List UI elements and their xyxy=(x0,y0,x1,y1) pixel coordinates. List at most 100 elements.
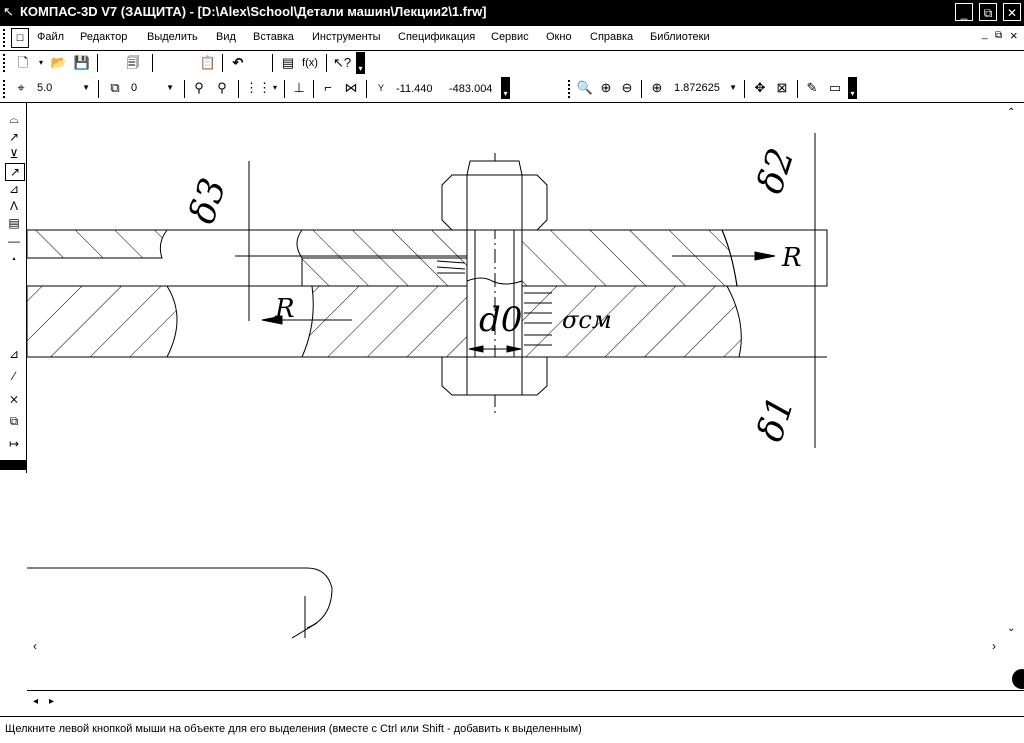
undo-icon[interactable]: ↶ xyxy=(232,55,244,70)
layer-combo[interactable]: 0 ▼ xyxy=(131,79,176,97)
save-icon[interactable]: 💾 xyxy=(73,55,91,70)
grid-step-icon[interactable]: ⌖ xyxy=(17,80,25,95)
drawing-svg[interactable]: δ3 δ2 δ1 R R d0 σсм xyxy=(26,103,1024,658)
sheet-next-icon[interactable]: ▸ xyxy=(49,696,55,707)
minimize-button[interactable]: _ xyxy=(955,3,973,21)
doc-restore-button[interactable]: ⧉ xyxy=(995,30,1003,41)
label-d0: d0 xyxy=(479,300,522,340)
measure-icon[interactable]: Λ xyxy=(9,199,18,213)
context-help-icon[interactable]: ↖? xyxy=(333,55,352,70)
close-button[interactable]: ✕ xyxy=(1003,3,1021,21)
scroll-left-icon[interactable]: ‹ xyxy=(33,639,37,653)
line-tool-icon[interactable]: ⊿ xyxy=(8,347,20,361)
panel-scroll-icon[interactable]: ▴ xyxy=(12,256,16,262)
toolbar-grip[interactable] xyxy=(3,80,8,98)
scroll-down-icon[interactable]: ⌄ xyxy=(1007,623,1016,634)
separator xyxy=(366,80,367,98)
snap-settings-icon[interactable]: ⚲ xyxy=(217,80,227,95)
parametrization-icon[interactable]: ⊿ xyxy=(8,182,20,196)
step-combo[interactable]: 5.0 ▼ xyxy=(37,79,92,97)
toolbar-options-icon[interactable]: ▾ xyxy=(848,77,857,99)
doc-close-button[interactable]: × xyxy=(1010,28,1018,43)
document-icon[interactable]: ☐ xyxy=(11,28,29,48)
open-folder-icon[interactable]: 📂 xyxy=(50,55,68,70)
top-plate-middle xyxy=(296,229,468,259)
function-icon[interactable]: f(x) xyxy=(302,57,318,69)
menu-help[interactable]: Справка xyxy=(590,31,634,43)
zoom-in-icon[interactable]: ⊕ xyxy=(600,80,612,95)
separator xyxy=(326,54,327,72)
sheet-prev-icon[interactable]: ◂ xyxy=(33,696,39,707)
kompas-icon: ↖ xyxy=(3,4,14,19)
select-icon[interactable]: ▤ xyxy=(8,216,20,230)
menu-file[interactable]: Файл xyxy=(37,31,65,43)
pan-icon[interactable]: ✥ xyxy=(754,80,766,95)
separator xyxy=(797,80,798,98)
separator xyxy=(97,54,98,72)
toolbar-grip[interactable] xyxy=(568,80,573,98)
menu-libraries[interactable]: Библиотеки xyxy=(650,31,710,43)
show-all-icon[interactable]: ⊠ xyxy=(776,80,788,95)
paste-icon[interactable]: 📋 xyxy=(199,55,217,70)
cursor-y: -483.004 xyxy=(449,83,493,95)
toolbar-options-icon[interactable]: ▾ xyxy=(501,77,510,99)
segment-tool-icon[interactable]: ∕ xyxy=(12,369,15,383)
dimensions-icon[interactable]: ↗ xyxy=(8,130,20,144)
kompas-ball-icon[interactable] xyxy=(1012,669,1024,689)
bottom-plate-middle xyxy=(301,285,468,358)
menu-window[interactable]: Окно xyxy=(546,31,572,43)
scroll-right-icon[interactable]: › xyxy=(992,639,996,653)
standard-toolbar: 🗋 ▾ 📂 💾 🗐 📋 ↶ ▤ f(x) ↖? ▾ xyxy=(0,51,1024,75)
edit-icon[interactable]: ↗ xyxy=(5,163,25,181)
spec-icon[interactable]: — xyxy=(8,234,20,248)
coords-axis-label: Y xyxy=(377,83,384,93)
menu-service[interactable]: Сервис xyxy=(491,31,529,43)
menu-specification[interactable]: Спецификация xyxy=(398,31,476,43)
menu-insert[interactable]: Вставка xyxy=(253,31,294,43)
separator xyxy=(238,80,239,98)
symbols-icon[interactable]: ⊻ xyxy=(9,147,19,161)
new-dropdown-icon[interactable]: ▾ xyxy=(38,58,43,67)
chevron-down-icon: ▼ xyxy=(729,83,737,92)
zoom-combo[interactable]: 1.872625 ▼ xyxy=(674,79,739,97)
variables-icon[interactable]: ▤ xyxy=(281,55,295,70)
geometry-icon[interactable]: ⌓ xyxy=(9,112,19,126)
local-cs-icon[interactable]: ⊥ xyxy=(293,80,305,95)
round-icon[interactable]: ⋈ xyxy=(344,80,358,95)
menu-editor[interactable]: Редактор xyxy=(80,31,128,43)
current-state-toolbar: ⌖ 5.0 ▼ ⧉ 0 ▼ ⚲ ⚲ ⋮⋮ ▾ ⊥ ⌐ ⋈ Y -11.440 -… xyxy=(0,76,1024,103)
menu-tools[interactable]: Инструменты xyxy=(312,31,381,43)
bolt-head xyxy=(441,356,548,396)
intersect-tool-icon[interactable]: ⨯ xyxy=(8,392,20,406)
doc-minimize-button[interactable]: _ xyxy=(982,29,988,40)
zoom-out-icon[interactable]: ⊖ xyxy=(621,80,633,95)
zoom-window-icon[interactable]: 🔍 xyxy=(576,80,594,95)
zoom-scale-icon[interactable]: ⊕ xyxy=(651,80,663,95)
step-value: 5.0 xyxy=(37,82,53,94)
label-delta2: δ2 xyxy=(750,143,803,198)
panel-options-icon[interactable] xyxy=(0,460,26,470)
status-bar: Щелкните левой кнопкой мыши на объекте д… xyxy=(0,716,1024,743)
separator xyxy=(152,54,153,72)
layers-icon[interactable]: ⧉ xyxy=(110,80,120,95)
drawing-canvas[interactable]: δ3 δ2 δ1 R R d0 σсм ⌃ ⌄ ‹ › xyxy=(26,103,1024,658)
toolbar-grip[interactable] xyxy=(3,54,8,72)
maximize-button[interactable]: ⧉ xyxy=(979,3,997,21)
menu-select[interactable]: Выделить xyxy=(147,31,198,43)
snap-icon[interactable]: ⚲ xyxy=(194,80,204,95)
ortho-icon[interactable]: ⌐ xyxy=(324,80,332,95)
refresh-icon[interactable]: ✎ xyxy=(806,80,818,95)
rect-tool-icon[interactable]: ⧉ xyxy=(9,414,19,428)
display-icon[interactable]: ▭ xyxy=(828,80,842,95)
label-r-right: R xyxy=(781,243,802,273)
collinear-tool-icon[interactable]: ↦ xyxy=(8,437,20,451)
print-preview-icon[interactable]: 🗐 xyxy=(126,55,140,70)
toolbar-options-icon[interactable]: ▾ xyxy=(356,52,365,74)
grid-dropdown-icon[interactable]: ▾ xyxy=(272,83,277,92)
chevron-down-icon: ▼ xyxy=(82,83,90,92)
grid-icon[interactable]: ⋮⋮ xyxy=(245,80,271,95)
menu-grip[interactable] xyxy=(3,29,8,47)
new-file-icon[interactable]: 🗋 xyxy=(17,55,29,70)
menu-view[interactable]: Вид xyxy=(216,31,236,43)
scroll-up-icon[interactable]: ⌃ xyxy=(1007,107,1016,118)
